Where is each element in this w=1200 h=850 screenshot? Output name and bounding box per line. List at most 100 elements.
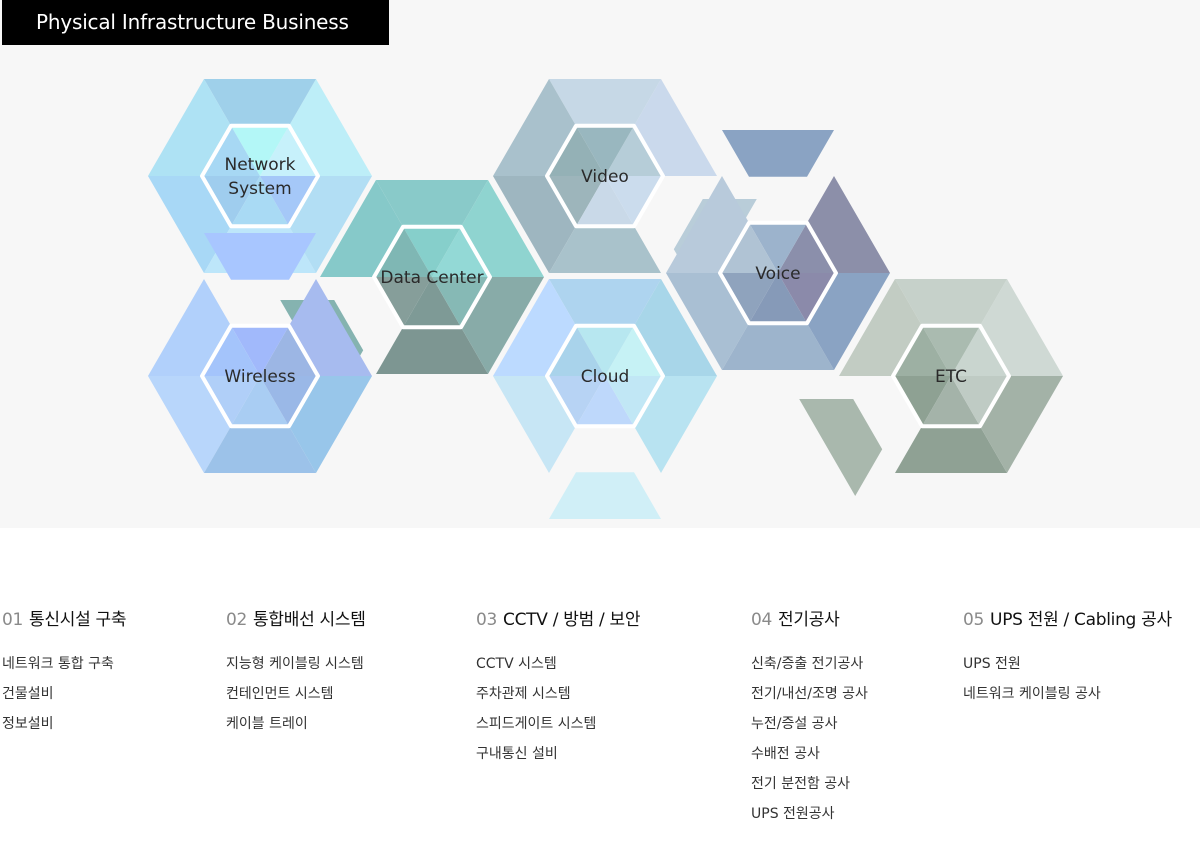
hex-outer-segment (148, 79, 231, 176)
hex-label: Network (225, 155, 296, 175)
hex-inner-wedge (951, 325, 1009, 376)
hex-outer-segment (204, 233, 316, 280)
hex-outer-segment (980, 376, 1063, 473)
hex-inner-wedge (403, 226, 461, 277)
hex-label: Voice (755, 264, 800, 284)
hex-inner-wedge (605, 325, 663, 376)
hex-outer-segment (461, 180, 544, 277)
hex-inner-border (718, 220, 838, 326)
hex-outer-segment (461, 277, 544, 374)
category-items: UPS 전원 네트워크 케이블링 공사 (963, 656, 1172, 716)
hex-outer-segment (493, 376, 576, 473)
hex-outer-segment (634, 279, 717, 376)
hex-inner-wedge (576, 325, 634, 376)
category-item: 네트워크 통합 구축 (2, 656, 114, 672)
hex-inner-wedge (202, 376, 260, 427)
hex-node: ETC (799, 279, 1063, 496)
hex-inner-border (372, 224, 492, 330)
hex-inner-wedge (605, 176, 663, 227)
category-item: 케이블 트레이 (226, 716, 308, 732)
hex-inner-wedge (605, 376, 663, 427)
hex-inner-wedge (605, 125, 663, 176)
hex-outer-segment (895, 426, 1007, 473)
hex-outer-segment (839, 279, 922, 376)
hex-inner-wedge (922, 376, 980, 427)
category-number: 01 (2, 610, 24, 630)
hex-outer-segment (634, 376, 717, 473)
category-title: 통합배선 시스템 (253, 610, 366, 630)
hex-outer-segment (289, 279, 372, 376)
category-item: 신축/증출 전기공사 (751, 656, 864, 672)
category-item: 컨테인먼트 시스템 (226, 686, 334, 702)
hex-inner-wedge (720, 222, 778, 273)
hex-outer-segment (549, 279, 661, 326)
hex-inner-wedge (749, 273, 807, 324)
category-number: 04 (751, 610, 773, 630)
hex-inner-wedge (547, 376, 605, 427)
hex-inner-wedge (547, 176, 605, 227)
hex-outer-segment (493, 176, 576, 273)
hex-inner-wedge (374, 226, 432, 277)
hex-node: Cloud (493, 279, 717, 519)
category-item: 네트워크 케이블링 공사 (963, 686, 1101, 702)
hex-outer-segment (204, 426, 316, 473)
hex-inner-wedge (547, 325, 605, 376)
hex-outer-segment (666, 273, 749, 370)
category-number: 03 (476, 610, 498, 630)
hex-label: Wireless (224, 367, 295, 387)
hex-outer-segment (204, 79, 316, 126)
category-item: 구내통신 설비 (476, 746, 558, 762)
hex-inner-wedge (778, 222, 836, 273)
category-items: 네트워크 통합 구축 건물설비 정보설비 (2, 656, 126, 746)
category-title: CCTV / 방범 / 보안 (503, 610, 641, 630)
hex-outer-segment (666, 176, 749, 273)
hex-inner-wedge (720, 273, 778, 324)
hex-inner-wedge (202, 125, 260, 176)
hex-inner-wedge (202, 325, 260, 376)
category-items: CCTV 시스템 주차관제 시스템 스피드게이트 시스템 구내통신 설비 (476, 656, 640, 776)
hex-node: Wireless (148, 233, 372, 473)
hex-inner-wedge (231, 176, 289, 227)
hex-inner-wedge (260, 125, 318, 176)
hex-outer-segment (634, 79, 717, 176)
hex-outer-segment (549, 472, 661, 519)
hex-inner-border (545, 323, 665, 429)
hex-inner-wedge (374, 277, 432, 328)
hex-inner-wedge (749, 222, 807, 273)
hex-outer-segment (895, 279, 1007, 326)
hex-inner-border (200, 323, 320, 429)
hex-label: System (228, 179, 291, 199)
category-title: 전기공사 (778, 610, 840, 630)
hex-outer-segment (799, 399, 883, 496)
hex-outer-segment (289, 376, 372, 473)
hex-outer-segment (289, 176, 372, 273)
hex-inner-wedge (202, 176, 260, 227)
hex-outer-segment (320, 180, 403, 277)
hex-inner-wedge (576, 125, 634, 176)
category-item: 건물설비 (2, 686, 54, 702)
hex-outer-segment (722, 323, 834, 370)
category-items: 신축/증출 전기공사 전기/내선/조명 공사 누전/증설 공사 수배전 공사 전… (751, 656, 868, 836)
hex-node: Voice (666, 130, 890, 370)
hex-outer-segment (376, 327, 488, 374)
hex-inner-wedge (547, 125, 605, 176)
category-number: 05 (963, 610, 985, 630)
hex-inner-wedge (403, 277, 461, 328)
hex-inner-wedge (231, 325, 289, 376)
hex-inner-wedge (231, 125, 289, 176)
category-title: UPS 전원 / Cabling 공사 (990, 610, 1172, 630)
hex-outer-segment (493, 279, 576, 376)
hex-label: ETC (935, 367, 967, 387)
category-item: 지능형 케이블링 시스템 (226, 656, 364, 672)
hex-label: Video (581, 167, 629, 187)
hex-outer-segment (722, 130, 834, 177)
hex-outer-segment (148, 279, 231, 376)
